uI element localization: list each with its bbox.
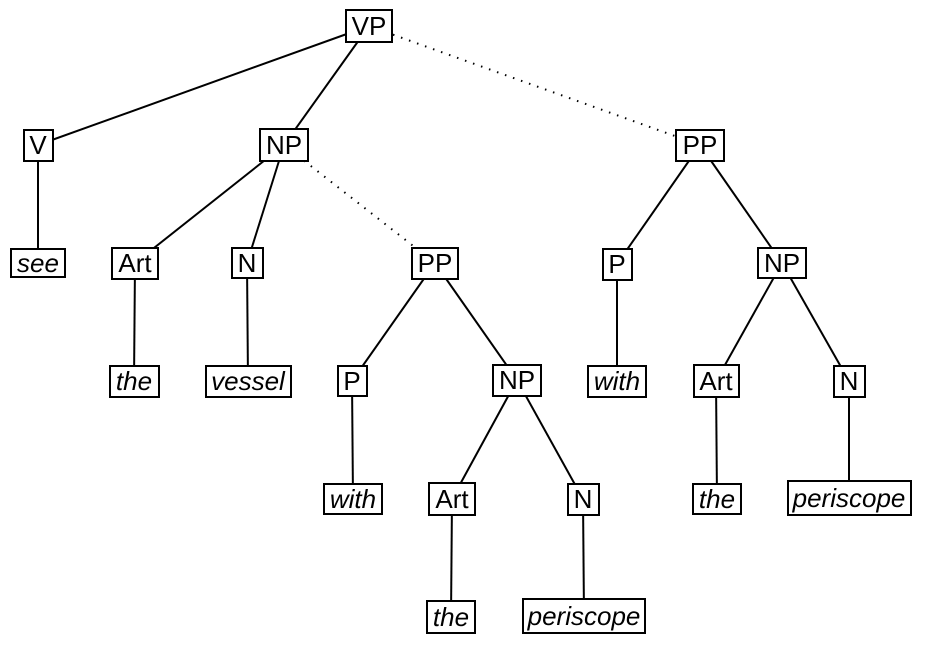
tree-edge-n2-per2: [582, 498, 585, 617]
tree-node-np1: NP: [259, 128, 309, 162]
tree-node-pp1: PP: [411, 246, 459, 280]
tree-edge-pp2-np3: [699, 144, 783, 264]
tree-edge-vp-v: [37, 25, 370, 146]
tree-node-n1: N: [230, 247, 264, 279]
tree-edge-art1-the1: [133, 262, 136, 382]
tree-edge-art3-the3: [715, 380, 718, 500]
tree-node-p2: P: [601, 247, 633, 281]
tree-node-the2: the: [426, 600, 476, 634]
tree-node-art2: Art: [428, 482, 476, 516]
tree-node-v: V: [22, 128, 54, 162]
tree-node-np3: NP: [757, 247, 807, 279]
tree-edge-n1-vessel: [246, 262, 249, 382]
tree-edge-p1-with1: [351, 380, 354, 500]
tree-node-per2: periscope: [522, 598, 646, 634]
tree-edge-np1-n1: [246, 144, 285, 264]
tree-edge-np2-n2: [516, 379, 584, 500]
tree-edge-pp2-p2: [616, 144, 701, 265]
tree-node-p1: P: [336, 365, 368, 397]
tree-node-art1: Art: [111, 246, 159, 280]
tree-edge-pp1-p1: [351, 262, 436, 382]
tree-node-art3: Art: [692, 364, 740, 398]
tree-node-vessel: vessel: [204, 364, 292, 398]
tree-node-pp2: PP: [675, 128, 725, 162]
tree-edge-pp1-np2: [434, 262, 518, 381]
tree-edge-vp-pp2-dotted: [368, 25, 701, 146]
tree-node-n3: N: [832, 364, 866, 398]
tree-node-vp: VP: [345, 9, 393, 43]
tree-edge-np3-art3: [715, 262, 783, 382]
tree-node-n2: N: [566, 482, 600, 516]
tree-edge-np2-art2: [451, 379, 518, 500]
tree-node-the3: the: [692, 483, 742, 515]
tree-node-with2: with: [587, 364, 647, 398]
tree-edge-vp-np1: [283, 25, 370, 146]
tree-edge-np3-n3: [781, 262, 850, 382]
tree-node-np2: NP: [492, 363, 542, 397]
tree-edge-art2-the2: [450, 498, 453, 618]
tree-node-see: see: [10, 248, 66, 278]
tree-node-the1: the: [108, 364, 160, 398]
tree-node-per3: periscope: [786, 480, 912, 516]
tree-edge-np1-art1: [134, 144, 285, 264]
tree-edge-np1-pp1-dotted: [283, 144, 436, 264]
tree-node-with1: with: [323, 483, 383, 515]
